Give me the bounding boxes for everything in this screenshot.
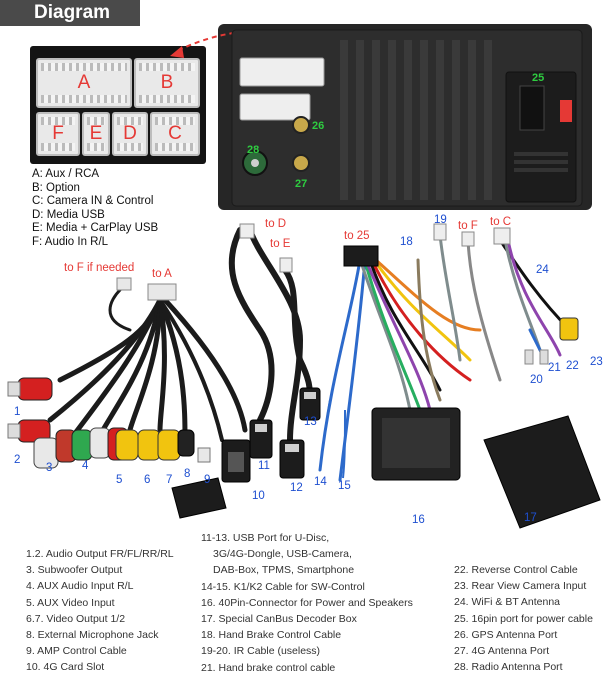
callout-to-c: to C: [490, 216, 512, 228]
legend-item: C: Camera IN & Control: [32, 195, 154, 207]
description-column-1: 1.2. Audio Output FR/FL/RR/RL 3. Subwoof…: [26, 546, 174, 676]
item-number-11: 11: [258, 460, 270, 472]
item-number-13: 13: [304, 416, 317, 428]
gps-antenna-port-icon: [292, 116, 310, 134]
description-item: 11-13. USB Port for U-Disc,: [201, 532, 330, 544]
description-item: 25. 16pin port for power cable: [454, 612, 593, 625]
description-column-3: 22. Reverse Control Cable 23. Rear View …: [454, 562, 593, 675]
legend-item: B: Option: [32, 181, 80, 194]
description-item: 8. External Microphone Jack: [26, 629, 159, 642]
item-number-1: 1: [14, 406, 21, 418]
camera-input-plug: [559, 317, 579, 341]
description-item: 9. AMP Control Cable: [26, 645, 127, 658]
description-item: 19-20. IR Cable (useless): [201, 645, 321, 658]
connector-d: D: [112, 112, 148, 156]
description-item: 18. Hand Brake Control Cable: [201, 629, 342, 642]
connector-c: C: [150, 112, 200, 156]
item-number-4: 4: [82, 460, 89, 472]
item-number-17: 17: [524, 512, 537, 524]
callout-to-a: to A: [152, 268, 172, 280]
4g-antenna-port-icon: [292, 154, 310, 172]
connector-f: F: [36, 112, 80, 156]
head-unit-socket-bottom: [239, 93, 311, 121]
legend-item: A: Aux / RCA: [32, 168, 100, 180]
description-item: 3. Subwoofer Output: [26, 564, 123, 577]
item-number-7: 7: [166, 474, 173, 486]
description-item: 3G/4G-Dongle, USB-Camera,: [213, 548, 352, 561]
description-item: 14-15. K1/K2 Cable for SW-Control: [201, 580, 365, 593]
description-item: DAB-Box, TPMS, Smartphone: [213, 564, 355, 577]
description-item: 4. AUX Audio Input R/L: [26, 580, 134, 593]
item-number-5: 5: [116, 474, 123, 486]
connector-label-a: A: [77, 72, 91, 93]
item-number-23: 23: [590, 356, 603, 368]
closeup-pointer-arrowhead: [170, 46, 184, 58]
connector-label-f: F: [52, 123, 64, 144]
item-number-14: 14: [314, 476, 327, 488]
connector-label-b: B: [160, 72, 174, 93]
description-item: 5. AUX Video Input: [26, 596, 115, 609]
item-number-16: 16: [412, 514, 425, 526]
connector-label-e: E: [89, 123, 103, 144]
item-number-19: 19: [434, 214, 447, 226]
callout-to-e: to E: [270, 238, 291, 250]
callout-to-d: to D: [265, 218, 287, 230]
description-item: 6.7. Video Output 1/2: [26, 612, 126, 625]
diagram-title: Diagram: [0, 0, 140, 26]
power-port-25: [519, 85, 545, 131]
connector-label-d: D: [123, 123, 137, 144]
item-number-21: 21: [548, 362, 561, 374]
port-label-28: 28: [247, 144, 260, 156]
legend-item: D: Media USB: [32, 208, 105, 221]
item-number-20: 20: [530, 374, 543, 386]
description-item: 27. 4G Antenna Port: [454, 645, 550, 658]
red-fuse-icon: [560, 100, 572, 122]
item-number-22: 22: [566, 360, 579, 372]
callout-to-f-if-needed: to F if needed: [64, 262, 135, 274]
port-label-27: 27: [295, 178, 308, 190]
connector-b: B: [134, 58, 200, 108]
description-item: 26. GPS Antenna Port: [454, 628, 558, 641]
description-item: 28. Radio Antenna Port: [454, 661, 563, 674]
connector-label-c: C: [168, 123, 182, 144]
item-number-6: 6: [144, 474, 151, 486]
canbus-decoder-box: [483, 415, 601, 529]
connector-closeup-panel: A B F E D C: [30, 46, 206, 164]
description-item: 24. WiFi & BT Antenna: [454, 596, 561, 609]
connector-e: E: [82, 112, 110, 156]
description-item: 23. Rear View Camera Input: [454, 580, 587, 593]
description-item: 22. Reverse Control Cable: [454, 564, 578, 576]
item-number-3: 3: [46, 462, 53, 474]
legend-item: F: Audio In R/L: [32, 235, 109, 248]
port-label-26: 26: [312, 120, 325, 132]
item-number-18: 18: [400, 236, 413, 248]
legend-item: E: Media + CarPlay USB: [32, 222, 159, 234]
description-item: 10. 4G Card Slot: [26, 661, 105, 674]
item-number-12: 12: [290, 482, 303, 494]
port-label-25: 25: [532, 72, 545, 84]
item-number-9: 9: [204, 474, 211, 486]
item-number-10: 10: [252, 490, 265, 502]
description-column-2: 11-13. USB Port for U-Disc, 3G/4G-Dongle…: [201, 530, 413, 676]
callout-to-25: to 25: [344, 230, 370, 242]
item-number-24: 24: [536, 264, 549, 276]
item-number-2: 2: [14, 454, 21, 466]
callout-to-f: to F: [458, 220, 478, 232]
item-number-15: 15: [338, 480, 351, 492]
description-item: 17. Special CanBus Decoder Box: [201, 613, 357, 626]
description-item: 1.2. Audio Output FR/FL/RR/RL: [26, 548, 174, 560]
head-unit-socket-top: [239, 57, 325, 87]
item-number-8: 8: [184, 468, 191, 480]
connector-legend: A: Aux / RCA B: Option C: Camera IN & Co…: [32, 168, 158, 249]
connector-a: A: [36, 58, 132, 108]
description-item: 16. 40Pin-Connector for Power and Speake…: [201, 596, 413, 609]
description-item: 21. Hand brake control cable: [201, 661, 336, 674]
